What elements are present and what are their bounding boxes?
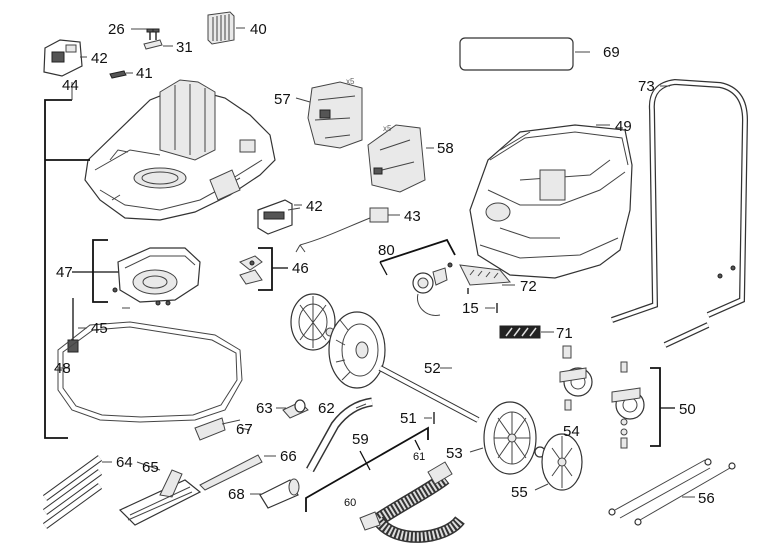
label-66: 66 [280, 448, 297, 465]
label-41: 41 [136, 65, 153, 82]
container-tub-49 [469, 124, 633, 279]
bracket-44 [44, 99, 90, 439]
power-cord-43 [295, 207, 400, 253]
extension-tubes-64 [42, 455, 112, 529]
label-72: 72 [520, 278, 537, 295]
castor-50 [559, 345, 675, 449]
label-48: 48 [54, 360, 71, 377]
lock-72 [459, 264, 515, 294]
label-63: 63 [256, 400, 273, 417]
float-cage [112, 247, 201, 306]
leader-lines [71, 82, 549, 495]
label-51: 51 [400, 410, 417, 427]
quantity-mark-filter: x5 [383, 124, 392, 133]
label-55: 55 [511, 484, 528, 501]
filter-box-40 [207, 11, 245, 45]
hub-disc [290, 293, 336, 351]
label-61: 61 [413, 451, 425, 463]
hinge-46 [239, 247, 288, 291]
crevice-67 [194, 417, 241, 441]
screw-26-group [131, 28, 160, 40]
clip-31 [143, 39, 173, 50]
label-53: 53 [446, 445, 463, 462]
bracket-59 [305, 426, 429, 512]
label-60: 60 [344, 497, 356, 509]
hub-cap-55 [541, 433, 583, 491]
label-54: 54 [563, 423, 580, 440]
filter-58 [367, 124, 434, 193]
label-73: 73 [638, 78, 655, 95]
label-plate-69 [459, 37, 590, 71]
bracket-80 [379, 238, 456, 316]
label-71: 71 [556, 325, 573, 342]
label-26: 26 [108, 21, 125, 38]
label-40: 40 [250, 21, 267, 38]
floor-nozzle-65 [118, 469, 202, 526]
connector-63 [282, 399, 309, 419]
label-46: 46 [292, 260, 309, 277]
label-80: 80 [378, 242, 395, 259]
label-44: 44 [62, 77, 79, 94]
seal-ring-48 [57, 321, 243, 423]
dust-bag-57 [307, 81, 363, 149]
label-57: 57 [274, 91, 291, 108]
switch-module-42-top [43, 39, 87, 77]
switch-module-42 [257, 199, 302, 235]
label-50: 50 [679, 401, 696, 418]
handle-frame-73 [611, 78, 749, 348]
wheel-right-53 [483, 401, 537, 475]
label-52: 52 [424, 360, 441, 377]
wheel-left [328, 311, 386, 389]
crevice-nozzle-66 [199, 454, 276, 491]
label-64: 64 [116, 454, 133, 471]
screw-15 [485, 303, 498, 313]
suction-hose [359, 461, 465, 543]
label-43: 43 [404, 208, 421, 225]
weight-45 [67, 298, 87, 353]
label-68: 68 [228, 486, 245, 503]
axle-52 [378, 365, 480, 423]
label-59: 59 [352, 431, 369, 448]
label-58: 58 [437, 140, 454, 157]
screw-51 [424, 412, 435, 424]
round-brush-68 [259, 478, 300, 509]
bent-pipe-62 [306, 397, 373, 473]
label-47: 47 [56, 264, 73, 281]
quantity-mark-bag: x5 [346, 77, 355, 86]
label-49: 49 [615, 118, 632, 135]
label-42-top: 42 [91, 50, 108, 67]
label-42-bottom: 42 [306, 198, 323, 215]
label-31: 31 [176, 39, 193, 56]
main-housing-top [84, 79, 276, 221]
label-62: 62 [318, 400, 335, 417]
label-67: 67 [236, 421, 253, 438]
label-45: 45 [91, 320, 108, 337]
part-labels: 26 31 40 42 41 44 57 x5 x5 58 49 42 43 6… [54, 21, 715, 509]
cable-straps-56 [608, 458, 736, 526]
screw-41 [109, 70, 133, 79]
label-69: 69 [603, 44, 620, 61]
logo-strip-71 [499, 325, 554, 339]
label-15: 15 [462, 300, 479, 317]
label-56: 56 [698, 490, 715, 507]
label-65: 65 [142, 459, 159, 476]
